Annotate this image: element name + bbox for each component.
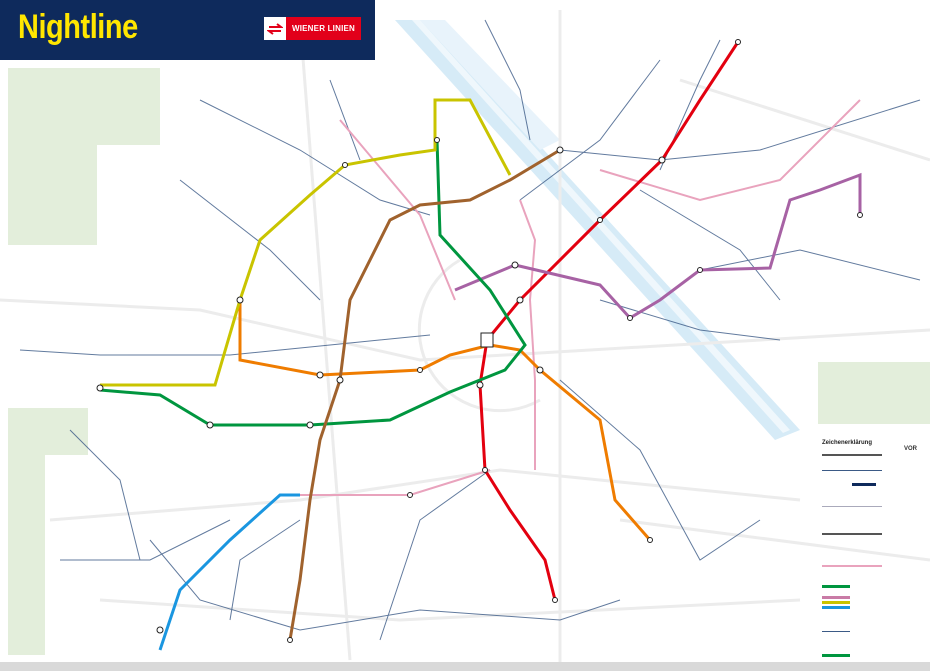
green-area-west bbox=[8, 68, 160, 245]
legend-row bbox=[822, 601, 850, 604]
footer-strip bbox=[0, 662, 930, 671]
danube-canal bbox=[420, 20, 560, 150]
nightbus-lines bbox=[19, 19, 921, 641]
legend-row bbox=[822, 654, 850, 657]
legend-row bbox=[822, 470, 882, 471]
legend-row bbox=[822, 585, 850, 588]
legend-row bbox=[822, 606, 850, 609]
legend-row bbox=[822, 454, 882, 456]
green-area-east bbox=[818, 362, 930, 424]
background-streets bbox=[0, 10, 930, 670]
legend: Zeichenerklärung VOR bbox=[822, 432, 922, 657]
logo-text: WIENER LINIEN bbox=[286, 17, 361, 40]
page-title: Nightline bbox=[18, 8, 138, 46]
legend-row bbox=[852, 483, 876, 486]
wiener-linien-logo: WIENER LINIEN bbox=[264, 17, 361, 40]
line-u5 bbox=[288, 148, 561, 641]
header-bar: Nightline WIENER LINIEN bbox=[0, 0, 375, 60]
legend-row bbox=[822, 596, 850, 599]
line-u4 bbox=[99, 139, 527, 427]
line-blue bbox=[158, 493, 300, 651]
legend-title: Zeichenerklärung bbox=[822, 440, 873, 446]
green-area-southwest bbox=[8, 408, 88, 655]
stations bbox=[96, 39, 863, 643]
legend-row bbox=[822, 631, 850, 632]
legend-row bbox=[822, 506, 882, 507]
wiener-linien-logo-icon bbox=[264, 17, 286, 40]
legend-row bbox=[822, 533, 882, 535]
danube-river-inner bbox=[412, 20, 790, 433]
hub-stephansplatz bbox=[480, 332, 494, 348]
vor-badge: VOR bbox=[904, 446, 918, 452]
legend-row bbox=[822, 565, 882, 567]
line-u3 bbox=[238, 300, 652, 541]
